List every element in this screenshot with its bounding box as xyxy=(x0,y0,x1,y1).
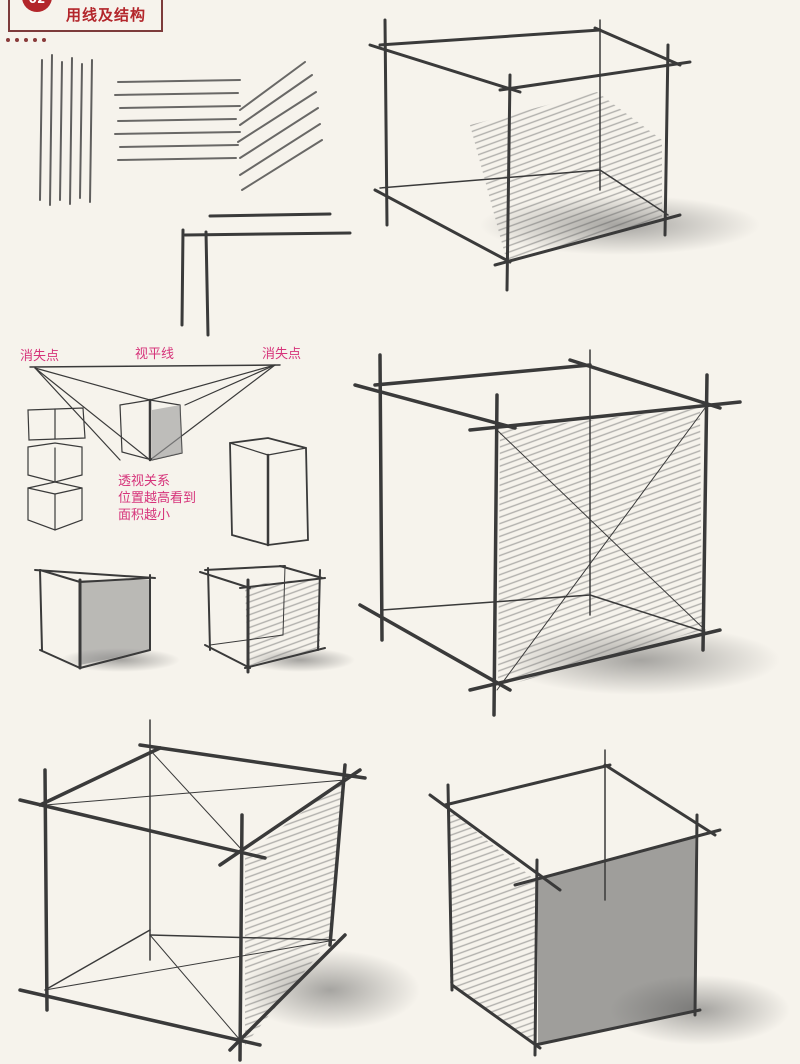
horizon-line-label: 视平线 xyxy=(135,347,175,362)
perspective-diagram xyxy=(27,364,309,547)
cube-sketch-annotated xyxy=(368,18,760,292)
corner-strokes xyxy=(180,212,352,337)
cube-structure-diagonals xyxy=(18,719,420,1062)
diagonal-strokes xyxy=(237,61,323,191)
section-number-badge: 02 xyxy=(22,0,52,12)
decorative-dots xyxy=(6,38,46,42)
vanishing-point-right-label: 消失点 xyxy=(262,347,302,362)
small-cube-shaded xyxy=(34,569,180,672)
perspective-note-line-1: 透视关系 xyxy=(118,474,171,489)
section-header: 02 用线及结构 xyxy=(8,0,163,32)
cube-shaded-dark-face xyxy=(428,749,790,1057)
perspective-note-line-3: 面积越小 xyxy=(118,508,171,523)
section-title: 用线及结构 xyxy=(66,6,147,24)
vanishing-point-left-label: 消失点 xyxy=(20,349,60,364)
perspective-note-line-2: 位置越高看到 xyxy=(118,491,197,506)
horizontal-strokes xyxy=(114,79,241,161)
small-cube-structure xyxy=(199,565,355,674)
large-cube-shaded xyxy=(353,349,780,717)
perspective-note: 透视关系 位置越高看到 面积越小 xyxy=(118,473,196,524)
vertical-strokes xyxy=(39,54,93,206)
